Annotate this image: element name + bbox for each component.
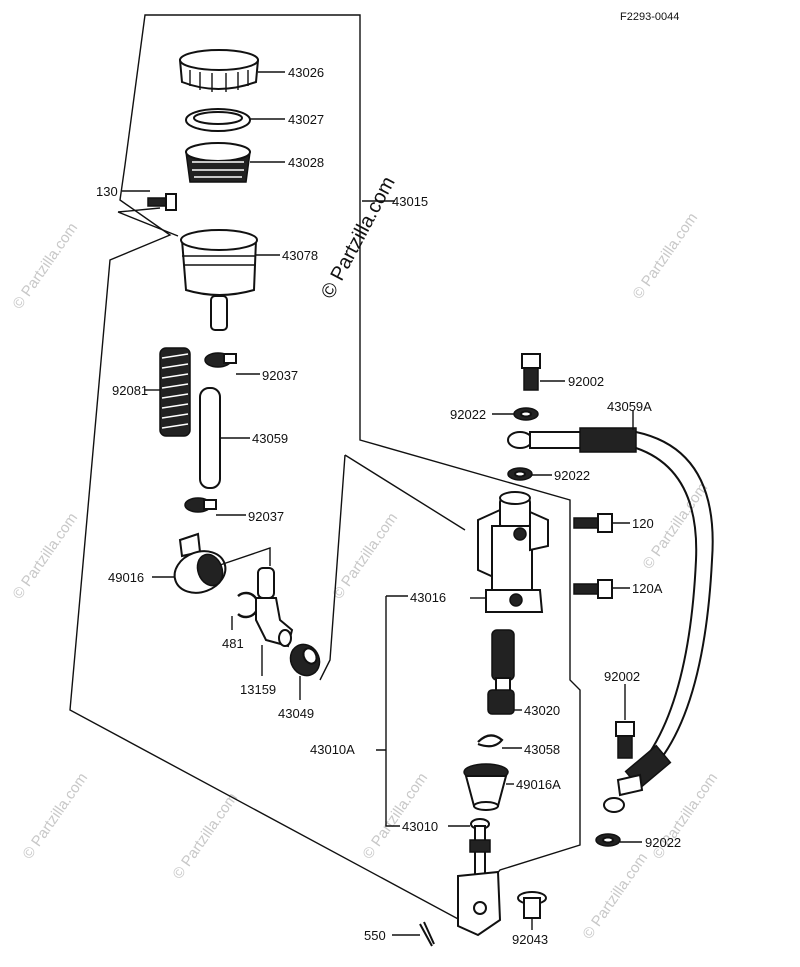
assembly-outline xyxy=(69,14,581,921)
diaphragm xyxy=(185,142,251,183)
watermark: © Partzilla.com xyxy=(9,220,81,313)
mounting-bolt-120 xyxy=(573,513,613,533)
watermark: © Partzilla.com xyxy=(19,770,91,863)
banjo-bolt-lower xyxy=(615,721,635,759)
label-550: 550 xyxy=(364,928,386,943)
label-43026: 43026 xyxy=(288,65,324,80)
watermark-main: © Partzilla.com xyxy=(317,173,400,302)
label-43020: 43020 xyxy=(524,703,560,718)
label-43049: 43049 xyxy=(278,706,314,721)
label-92037-lower: 92037 xyxy=(248,509,284,524)
watermark: © Partzilla.com xyxy=(169,790,241,883)
label-481: 481 xyxy=(222,636,244,651)
label-92022-middle: 92022 xyxy=(554,468,590,483)
figure-ref-code: F2293-0044 xyxy=(620,11,679,23)
label-49016: 49016 xyxy=(108,570,144,585)
watermark: © Partzilla.com xyxy=(629,210,701,303)
label-92022-upper: 92022 xyxy=(450,407,486,422)
label-43015: 43015 xyxy=(392,194,428,209)
master-cylinder-body xyxy=(477,491,549,613)
watermark: © Partzilla.com xyxy=(579,850,651,943)
mounting-bolt-120A xyxy=(573,579,613,599)
label-43010A: 43010A xyxy=(310,742,355,757)
brake-hose xyxy=(507,427,714,813)
label-43078: 43078 xyxy=(282,248,318,263)
clevis-pin xyxy=(517,891,547,919)
label-43059: 43059 xyxy=(252,431,288,446)
label-92081: 92081 xyxy=(112,383,148,398)
label-120A: 120A xyxy=(632,581,663,596)
diaphragm-plate xyxy=(185,108,251,132)
elbow-connector xyxy=(255,567,294,648)
washer-lower xyxy=(595,833,621,847)
circlip-481 xyxy=(237,591,260,619)
hose-clip-lower xyxy=(184,497,217,513)
reservoir-cap xyxy=(178,49,260,92)
label-13159: 13159 xyxy=(240,682,276,697)
bracket-43010A xyxy=(376,595,408,827)
screw-130 xyxy=(147,193,177,211)
label-43016: 43016 xyxy=(410,590,446,605)
label-43058: 43058 xyxy=(524,742,560,757)
banjo-bolt-upper xyxy=(521,353,541,391)
watermark: © Partzilla.com xyxy=(9,510,81,603)
piston-assembly xyxy=(487,629,515,715)
label-92002-upper: 92002 xyxy=(568,374,604,389)
dust-boot xyxy=(463,763,509,811)
body-outline xyxy=(319,454,466,681)
washer-middle xyxy=(507,467,533,481)
reservoir xyxy=(180,229,258,331)
label-130: 130 xyxy=(96,184,118,199)
cotter-pin xyxy=(419,921,435,947)
fitting-43049 xyxy=(289,643,321,677)
reservoir-hose xyxy=(199,387,221,489)
hose-sleeve-92081 xyxy=(159,347,191,437)
label-43059A: 43059A xyxy=(607,399,652,414)
label-120: 120 xyxy=(632,516,654,531)
watermark: © Partzilla.com xyxy=(359,770,431,863)
push-rod xyxy=(469,818,491,877)
label-92043: 92043 xyxy=(512,932,548,947)
hose-clip-upper xyxy=(204,352,237,368)
label-92002-lower: 92002 xyxy=(604,669,640,684)
label-43028: 43028 xyxy=(288,155,324,170)
label-49016A: 49016A xyxy=(516,777,561,792)
grommet-49016 xyxy=(173,532,227,594)
clevis xyxy=(457,870,502,937)
label-92022-lower: 92022 xyxy=(645,835,681,850)
label-43010: 43010 xyxy=(402,819,438,834)
label-92037-upper: 92037 xyxy=(262,368,298,383)
retainer-clip xyxy=(477,734,504,748)
washer-upper xyxy=(513,407,539,421)
label-43027: 43027 xyxy=(288,112,324,127)
